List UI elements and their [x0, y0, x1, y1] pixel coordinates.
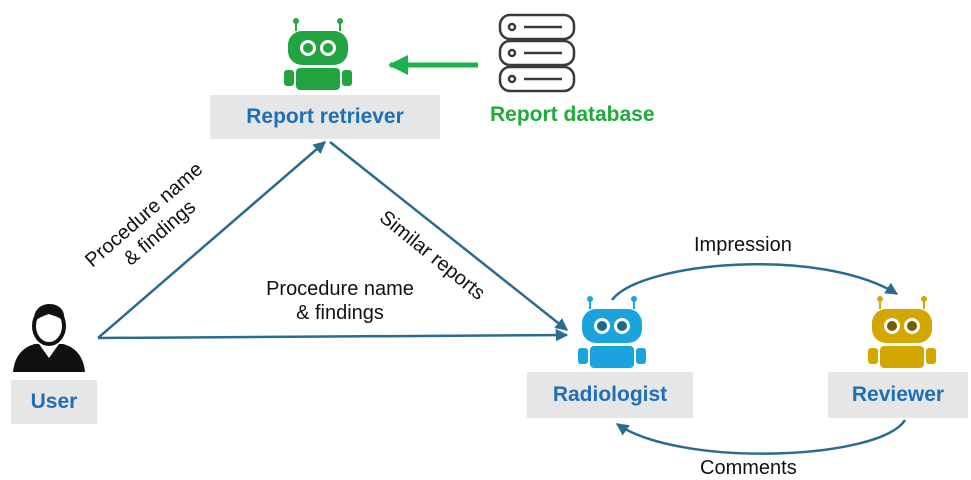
radiologist-robot-icon: [578, 296, 646, 368]
retriever-robot-icon: [284, 18, 352, 90]
user-label: User: [30, 390, 78, 413]
report-retriever-label: Report retriever: [246, 105, 404, 128]
reviewer-label: Reviewer: [851, 383, 945, 406]
user-to-retriever-arrow: [97, 141, 326, 339]
reviewer-box: Reviewer: [828, 372, 968, 418]
user-icon: [13, 304, 85, 372]
reviewer-to-radiologist-arrow: [615, 419, 907, 455]
impression-label: Impression: [694, 234, 792, 256]
user-to-radiologist-label: Procedure name & findings: [266, 278, 414, 324]
report-database-label: Report database: [490, 103, 655, 126]
reviewer-robot-icon: [868, 296, 936, 368]
radiologist-label: Radiologist: [552, 383, 668, 406]
report-retriever-box: Report retriever: [210, 95, 440, 139]
radiologist-box: Radiologist: [527, 372, 693, 418]
radiologist-to-reviewer-arrow: [610, 262, 899, 301]
comments-label: Comments: [700, 457, 797, 479]
user-to-radiologist-arrow: [97, 328, 569, 342]
database-icon: [498, 13, 576, 93]
user-box: User: [11, 380, 97, 424]
retriever-to-radiologist-arrow: [329, 141, 568, 331]
